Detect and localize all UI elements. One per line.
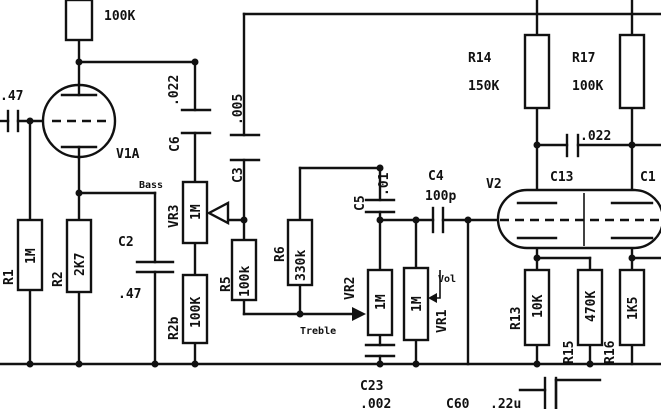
c-in-value-label: .47 — [0, 89, 23, 104]
r16-name-label: R16 — [603, 340, 618, 364]
capacitor-c23 — [364, 343, 396, 358]
r6-name-label: R6 — [273, 246, 288, 262]
resistor-r14 — [523, 33, 551, 110]
v2-name-label: V2 — [486, 177, 502, 192]
tube-v1a — [41, 83, 117, 160]
r5-value-label: 100k — [238, 266, 253, 297]
r1-name-label: R1 — [2, 269, 17, 285]
vr2-name-label: VR2 — [343, 277, 358, 300]
tube-v2 — [496, 188, 661, 250]
c2-name-label: C2 — [118, 235, 134, 250]
capacitor-c4 — [431, 206, 445, 234]
c3-value-label: .005 — [231, 94, 246, 125]
resistor-top — [64, 0, 94, 42]
vr3-name-label: VR3 — [167, 205, 182, 228]
resistor-r16 — [618, 268, 646, 347]
resistor-r15 — [576, 268, 604, 347]
c3-name-label: C3 — [231, 167, 246, 183]
junction-dots — [26, 58, 636, 368]
bass-label: Bass — [139, 180, 163, 191]
resistor-r1 — [16, 218, 44, 292]
resistor-r6 — [286, 218, 314, 287]
c-v2-value-label: .022 — [580, 129, 611, 144]
resistor-r5 — [230, 238, 258, 302]
resistor-r13 — [523, 268, 551, 347]
c2-value-label: .47 — [118, 287, 141, 302]
capacitor-c6 — [180, 108, 212, 135]
v1a-name-label: V1A — [116, 147, 140, 162]
r-top-value-label: 100K — [104, 9, 135, 24]
capacitor-c5 — [364, 198, 396, 214]
capacitor-c3 — [229, 133, 261, 162]
vr1-value-label: 1M — [410, 296, 425, 312]
r16-value-label: 1K5 — [626, 297, 641, 320]
c4-value-label: 100p — [425, 189, 456, 204]
capacitor-c60 — [543, 376, 558, 409]
c60-name-label: C60 — [446, 397, 470, 409]
vr1-name-label: VR1 — [435, 309, 450, 333]
c1x-name-label: C1 — [640, 170, 656, 185]
r6-value-label: 330k — [294, 250, 309, 281]
r5-name-label: R5 — [219, 276, 234, 292]
r15-value-label: 470K — [584, 291, 599, 322]
c6-value-label: .022 — [167, 75, 182, 106]
r17-value-label: 100K — [572, 79, 603, 94]
c4-name-label: C4 — [428, 169, 444, 184]
r2b-value-label: 100K — [189, 297, 204, 328]
vr2-wiper-arrow — [352, 307, 366, 321]
resistor-r2b — [181, 273, 209, 345]
potentiometer-vr3 — [181, 180, 209, 245]
c23-value-label: .002 — [360, 397, 391, 409]
resistor-r17 — [618, 33, 646, 110]
r14-value-label: 150K — [468, 79, 499, 94]
r14-name-label: R14 — [468, 51, 492, 66]
potentiometer-vr1 — [402, 266, 430, 342]
c23-name-label: C23 — [360, 379, 383, 394]
capacitor-c13 — [565, 133, 580, 158]
vol-label: Vol — [438, 274, 456, 285]
r2-value-label: 2K7 — [73, 253, 88, 276]
r13-name-label: R13 — [509, 307, 524, 330]
r17-name-label: R17 — [572, 51, 595, 66]
vr3-value-label: 1M — [189, 204, 204, 220]
r1-value-label: 1M — [24, 248, 39, 264]
c60-value-label: .22u — [490, 397, 521, 409]
c5-name-label: C5 — [353, 195, 368, 211]
c6-name-label: C6 — [168, 136, 183, 152]
potentiometer-vr2 — [366, 268, 394, 337]
treble-label: Treble — [300, 326, 336, 337]
r2b-name-label: R2b — [167, 316, 182, 340]
capacitor-c-in — [6, 109, 20, 133]
c5-value-label: .01 — [377, 172, 392, 196]
r15-name-label: R15 — [562, 341, 577, 364]
r13-value-label: 10K — [531, 294, 546, 318]
c13-name-label: C13 — [550, 170, 573, 185]
capacitor-c2 — [135, 260, 175, 274]
r2-name-label: R2 — [51, 271, 66, 287]
resistor-r2 — [65, 218, 93, 294]
vr3-wiper-arrow — [206, 201, 230, 225]
vr2-value-label: 1M — [374, 294, 389, 310]
